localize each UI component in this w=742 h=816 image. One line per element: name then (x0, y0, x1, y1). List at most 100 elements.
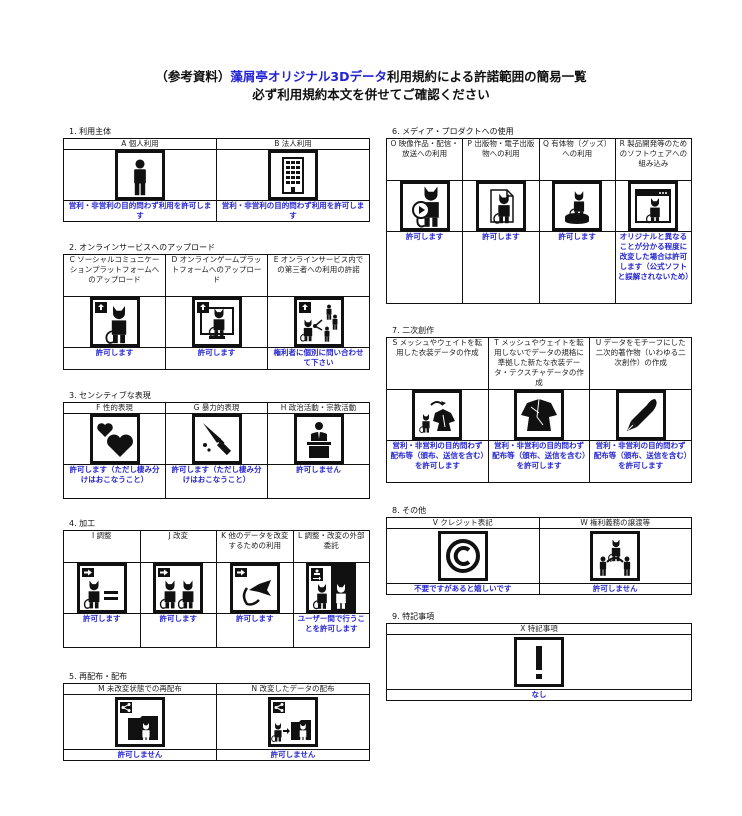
section-label: 8. その他 (392, 506, 427, 515)
upload-share-icon (293, 297, 344, 347)
modify-icon (153, 563, 204, 613)
section-label: 3. センシティブな表現 (69, 391, 151, 400)
item-header: M 未改変状態での再配布 (63, 683, 217, 695)
item-header: C ソーシャルコミュニケーションプラットフォームへのアップロード (63, 254, 166, 297)
item-header: G 暴力的表現 (165, 402, 268, 414)
permission-result: 許可します (63, 347, 166, 370)
share-modified-icon (268, 697, 318, 747)
permission-result: 営利・非営利の目的問わず配布等（頒布、送信を含む）を許可します (589, 440, 692, 483)
permission-result: 許可します（ただし棲み分けはおこなうこと） (63, 464, 166, 499)
publication-icon (475, 181, 526, 231)
permission-result: 許可します (63, 613, 141, 648)
item-header: D オンラインゲームプラットフォームへのアップロード (165, 254, 268, 297)
copyright-icon (437, 531, 488, 581)
title-suffix: 利用規約による許諾範囲の簡易一覧 (386, 69, 587, 84)
page-title: （参考資料）藻屑亭オリジナル3Dデータ利用規約による許諾範囲の簡易一覧 必ず利用… (0, 68, 742, 104)
item-header: F 性的表現 (63, 402, 166, 414)
item-header: P 出版物・電子出版物への利用 (462, 138, 540, 181)
permission-table: S メッシュやウェイトを転用した衣装データの作成 T メッシュやウェイトを転用し… (386, 337, 692, 483)
permission-result: 営利・非営利の目的問わず配布等（頒布、送信を含む）を許可します (386, 440, 489, 483)
section-online-upload: 2. オンラインサービスへのアップロード C ソーシャルコミュニケーションプラッ… (63, 242, 370, 370)
permission-result: 営利・非営利の目的問わず利用を許可します (216, 200, 370, 222)
permission-result: 不要ですがあると嬉しいです (386, 583, 540, 595)
permission-result: 営利・非営利の目的問わず配布等（頒布、送信を含む）を許可します (487, 440, 591, 483)
permission-result: なし (386, 689, 692, 701)
permission-table: X 特記事項 なし (386, 623, 692, 701)
building-icon (268, 150, 318, 200)
section-label: 9. 特記事項 (392, 612, 435, 621)
item-header: W 権利義務の譲渡等 (538, 517, 692, 529)
item-header: R 製品開発等のためのソフトウェアへの組み込み (614, 138, 693, 181)
permission-result: 許可します (538, 231, 616, 304)
permission-result: 許可します (139, 613, 217, 648)
costume-transfer-icon (412, 390, 463, 440)
permission-table: C ソーシャルコミュニケーションプラットフォームへのアップロード D オンライン… (63, 254, 370, 370)
section-sensitive-expression: 3. センシティブな表現 F 性的表現 G 暴力的表現 H 政治活動・宗教活動 … (63, 390, 370, 499)
pen-icon (615, 390, 666, 440)
title-prefix: （参考資料） (155, 69, 231, 84)
permission-result: 権利者に個別に問い合わせて下さい (267, 347, 370, 370)
permission-result: オリジナルと異なることが分かる程度に改変した場合は許可します（公式ソフトと誤解さ… (614, 231, 693, 304)
section-redistribution: 5. 再配布・配布 M 未改変状態での再配布 N 改変したデータの配布 許可しま… (63, 671, 370, 761)
section-label: 2. オンラインサービスへのアップロード (69, 243, 216, 252)
permission-result: 許可します (462, 231, 540, 304)
item-header: A 個人利用 (63, 138, 217, 150)
section-label: 1. 利用主体 (69, 127, 112, 136)
permission-result: 許可します (165, 347, 268, 370)
section-derivative-works: 7. 二次創作 S メッシュやウェイトを転用した衣装データの作成 T メッシュや… (386, 325, 692, 483)
item-header: X 特記事項 (386, 623, 692, 635)
item-header: U データをモチーフにした二次的著作物（いわゆる二次創作）の作成 (589, 337, 692, 390)
video-icon (399, 181, 450, 231)
item-header: O 映像作品・配信・放送への利用 (385, 138, 464, 181)
permission-result: 許可します (216, 613, 294, 648)
permission-table: O 映像作品・配信・放送への利用 P 出版物・電子出版物への利用 Q 有体物（グ… (385, 138, 693, 304)
upload-monitor-icon (191, 297, 242, 347)
item-header: V クレジット表記 (386, 517, 540, 529)
item-header: E オンラインサービス内での第三者への利用の許諾 (267, 254, 370, 297)
item-header: I 調整 (63, 530, 141, 563)
item-header: K 他のデータを改変するための利用 (216, 530, 294, 563)
permission-table: I 調整 J 改変 K 他のデータを改変するための利用 L 調整・改変の外部委託… (63, 530, 370, 648)
hearts-icon (89, 414, 140, 464)
permission-result: 許可しません (63, 749, 217, 761)
person-icon (115, 150, 165, 200)
permission-result: 許可しません (267, 464, 370, 499)
permission-result: 営利・非営利の目的問わず利用を許可します (63, 200, 217, 222)
knife-icon (191, 414, 242, 464)
section-label: 4. 加工 (69, 519, 96, 528)
title-subline: 必ず利用規約本文を併せてご確認ください (252, 87, 490, 102)
item-header: N 改変したデータの配布 (216, 683, 370, 695)
exclamation-icon (514, 637, 564, 687)
section-label: 5. 再配布・配布 (69, 672, 128, 681)
permission-table: A 個人利用 B 法人利用 営利・非営利の目的問わず利用を許可します 営利・非営… (63, 138, 370, 222)
reuse-icon (229, 563, 280, 613)
permission-table: M 未改変状態での再配布 N 改変したデータの配布 許可しません 許可しません (63, 683, 370, 761)
item-header: B 法人利用 (216, 138, 370, 150)
section-media-products: 6. メディア・プロダクトへの使用 O 映像作品・配信・放送への利用 P 出版物… (385, 126, 693, 304)
permission-result: 許可しません (538, 583, 692, 595)
permission-table: F 性的表現 G 暴力的表現 H 政治活動・宗教活動 許可します（ただし棲み分け… (63, 402, 370, 499)
section-other: 8. その他 V クレジット表記 W 権利義務の譲渡等 不要ですがあると嬉しいで… (386, 505, 692, 595)
item-header: L 調整・改変の外部委託 (292, 530, 370, 563)
permission-result: 許可します (385, 231, 464, 304)
permission-result: 許可します（ただし棲み分けはおこなうこと） (165, 464, 268, 499)
item-header: T メッシュやウェイトを転用しないでデータの規格に準拠した新たな衣装データ・テク… (487, 337, 591, 390)
adjust-icon (76, 563, 127, 613)
transfer-icon (590, 531, 641, 581)
permission-result: 許可しません (216, 749, 370, 761)
section-processing: 4. 加工 I 調整 J 改変 K 他のデータを改変するための利用 L 調整・改… (63, 518, 370, 648)
permission-table: V クレジット表記 W 権利義務の譲渡等 不要ですがあると嬉しいです 許可しませ… (386, 517, 692, 595)
software-icon (628, 181, 679, 231)
section-label: 7. 二次創作 (392, 326, 435, 335)
podium-icon (293, 414, 344, 464)
item-header: H 政治活動・宗教活動 (267, 402, 370, 414)
costume-icon (513, 390, 564, 440)
section-usage-subject: 1. 利用主体 A 個人利用 B 法人利用 営利・非営利の目的問わず利用を許可し… (63, 126, 370, 222)
item-header: Q 有体物（グッズ）への利用 (538, 138, 616, 181)
figure-icon (552, 181, 603, 231)
outsource-icon (306, 563, 357, 613)
title-brand: 藻屑亭オリジナル3Dデータ (230, 69, 387, 84)
share-folder-icon (115, 697, 165, 747)
upload-avatar-icon (89, 297, 140, 347)
permission-result: ユーザー間で行うことを許可します (292, 613, 370, 648)
